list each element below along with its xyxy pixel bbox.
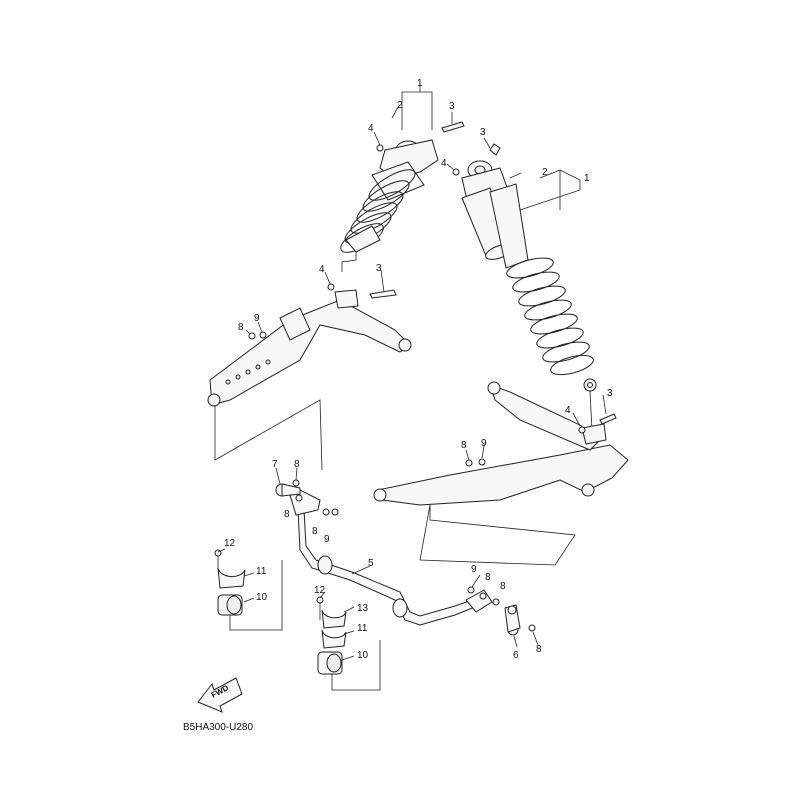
- callout-4: 4: [441, 158, 447, 169]
- leader-lines: [217, 83, 607, 661]
- callout-12: 12: [314, 585, 326, 596]
- right-link-rod: [504, 604, 521, 636]
- right-bushing-assembly: [316, 596, 381, 691]
- left-bushing-assembly: [214, 549, 283, 631]
- callout-5: 5: [368, 558, 374, 569]
- callout-3: 3: [376, 263, 382, 274]
- left-shock-absorber: [340, 139, 439, 272]
- callout-10: 10: [256, 592, 268, 603]
- callout-3: 3: [449, 101, 455, 112]
- callout-8: 8: [536, 644, 542, 655]
- callout-12: 12: [224, 538, 236, 549]
- callout-8: 8: [238, 322, 244, 333]
- right-shock-spring: [506, 257, 594, 376]
- callout-9: 9: [481, 438, 487, 449]
- callout-3: 3: [480, 127, 486, 138]
- callout-8: 8: [294, 459, 300, 470]
- callout-8: 8: [312, 526, 318, 537]
- callout-9: 9: [324, 534, 330, 545]
- callout-7: 7: [272, 459, 278, 470]
- callout-6: 6: [513, 650, 519, 661]
- callout-8: 8: [461, 440, 467, 451]
- callout-11: 11: [256, 566, 267, 577]
- callout-13: 13: [357, 603, 369, 614]
- callout-4: 4: [565, 405, 571, 416]
- fasteners: [248, 121, 617, 632]
- callout-1: 1: [584, 173, 590, 184]
- callout-8: 8: [485, 572, 491, 583]
- callout-8: 8: [284, 509, 290, 520]
- callout-9: 9: [254, 313, 260, 324]
- callout-4: 4: [368, 123, 374, 134]
- left-link-rod: [275, 483, 301, 497]
- right-lower-arm: [373, 381, 629, 506]
- left-arm-link-line: [214, 399, 323, 471]
- callout-8: 8: [500, 581, 506, 592]
- fwd-arrow: FWD: [197, 677, 243, 713]
- callout-3: 3: [607, 388, 613, 399]
- callout-11: 11: [357, 623, 368, 634]
- callout-4: 4: [319, 264, 325, 275]
- left-lower-arm: [207, 289, 412, 407]
- callout-numbers: 1 2 3 4 3 4 2 1 4 3 8 9 3 4 8 9 7 8 8 8 …: [224, 78, 613, 661]
- right-arm-link-line: [419, 504, 576, 566]
- callout-1: 1: [417, 78, 423, 89]
- callout-2: 2: [397, 100, 403, 111]
- callout-2: 2: [542, 167, 548, 178]
- right-shock-absorber: [461, 160, 597, 431]
- diagram-part-code: B5HA300-U280: [183, 722, 253, 733]
- callout-9: 9: [471, 564, 477, 575]
- callout-10: 10: [357, 650, 369, 661]
